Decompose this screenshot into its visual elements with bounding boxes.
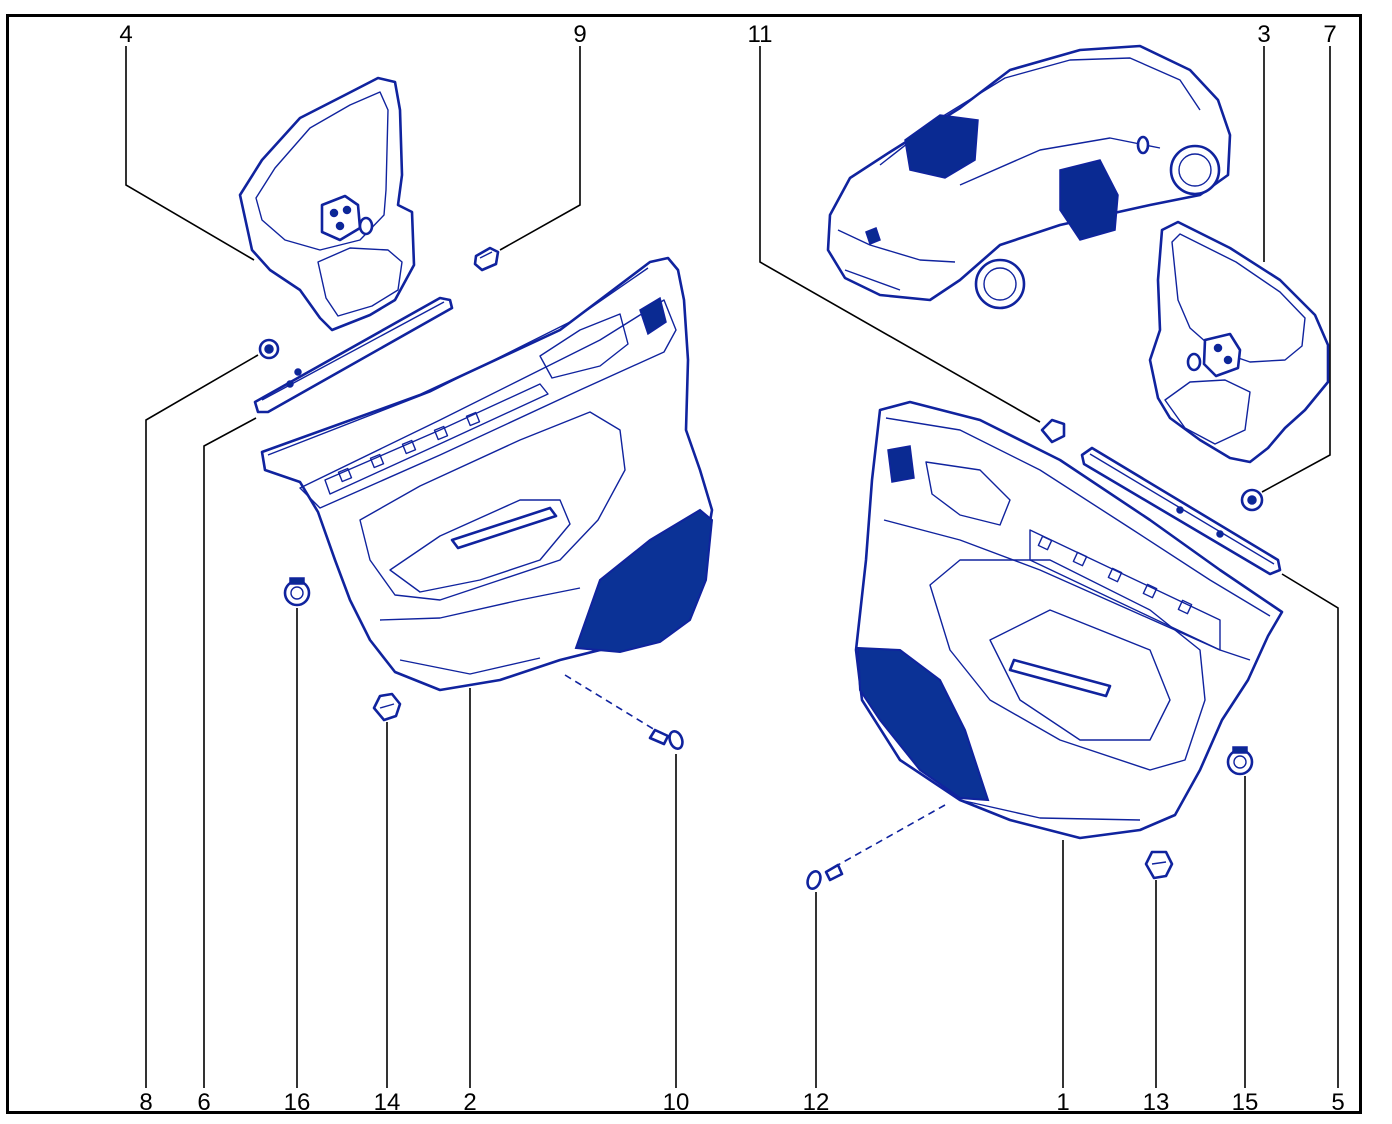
part-6-trim-strip [253, 296, 454, 414]
leader-4 [125, 46, 255, 261]
part-8-clip [258, 338, 280, 360]
leader-9 [499, 46, 581, 251]
part-4-inner-panel-left [238, 76, 416, 332]
callout-7: 7 [1323, 21, 1336, 48]
leader-6 [203, 417, 257, 1088]
callout-5: 5 [1331, 1089, 1344, 1116]
callout-2: 2 [463, 1089, 476, 1116]
callout-15: 15 [1232, 1089, 1259, 1116]
part-14-clip [372, 692, 402, 722]
part-9-clip [473, 246, 500, 272]
car-overview-illustration [826, 44, 1232, 310]
callout-4: 4 [119, 21, 132, 48]
part-3-inner-panel-right [1148, 220, 1330, 464]
callout-13: 13 [1143, 1089, 1170, 1116]
part-5-trim-strip [1080, 446, 1282, 576]
callout-numbers: 4 9 11 3 7 8 6 16 14 2 10 12 1 13 15 5 [119, 21, 1344, 1116]
callout-16: 16 [284, 1089, 311, 1116]
leader-lines [125, 46, 1339, 1088]
part-10-screw [564, 674, 684, 751]
leader-7 [1261, 46, 1331, 493]
callout-10: 10 [663, 1089, 690, 1116]
leader-11 [759, 46, 1041, 423]
part-2-door-panel-left [260, 256, 714, 692]
callout-11: 11 [748, 21, 773, 48]
part-16-clip [283, 577, 311, 607]
callout-3: 3 [1257, 21, 1270, 48]
callout-1: 1 [1056, 1089, 1069, 1116]
callout-12: 12 [803, 1089, 830, 1116]
part-11-clip [1040, 418, 1066, 444]
part-13-clip [1144, 850, 1174, 880]
callout-8: 8 [139, 1089, 152, 1116]
part-12-screw [806, 804, 946, 891]
callout-9: 9 [573, 21, 586, 48]
part-1-door-panel-right [854, 400, 1284, 840]
leader-5 [1281, 573, 1339, 1088]
part-15-clip [1226, 746, 1254, 776]
part-7-clip [1240, 488, 1264, 512]
callout-14: 14 [374, 1089, 401, 1116]
callout-6: 6 [197, 1089, 210, 1116]
leader-8 [145, 354, 259, 1088]
